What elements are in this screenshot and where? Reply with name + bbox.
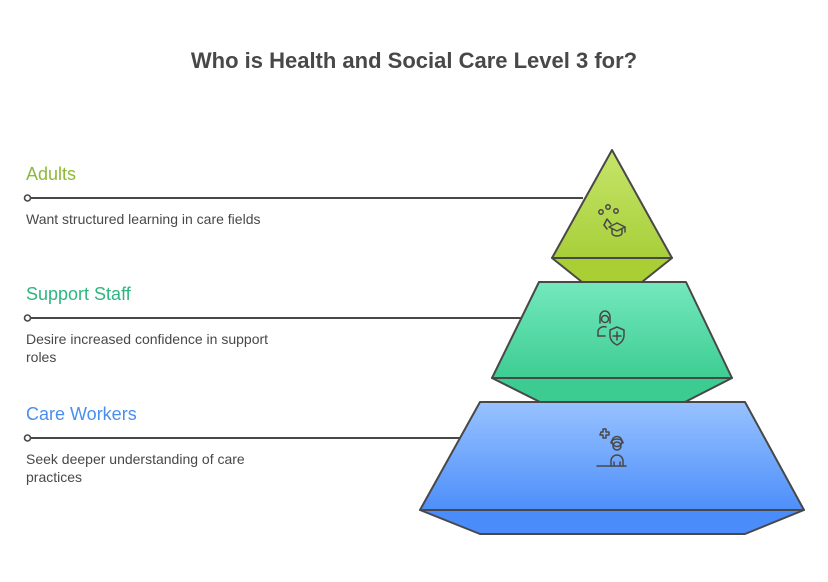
care-worker-plus-icon xyxy=(596,428,627,467)
pyramid-tier-care-workers xyxy=(419,401,805,535)
page-title: Who is Health and Social Care Level 3 fo… xyxy=(190,48,638,73)
level-label-adults: Adults xyxy=(26,164,77,184)
connector-line-adults xyxy=(23,194,583,202)
level-label-support-staff: Support Staff xyxy=(26,284,131,304)
nurse-shield-icon xyxy=(597,310,625,346)
connector-line-care-workers xyxy=(23,434,462,442)
pyramid-tier-adults xyxy=(551,149,673,283)
level-description-support-staff: Desire increased confidence in support r… xyxy=(26,331,269,365)
pyramid-tier-support-staff xyxy=(491,281,733,403)
level-description-care-workers: Seek deeper understanding of care practi… xyxy=(26,451,245,485)
level-label-care-workers: Care Workers xyxy=(26,404,137,424)
level-description-adults: Want structured learning in care fields xyxy=(26,211,261,227)
connector-line-support-staff xyxy=(23,314,522,322)
learning-graduation-icon xyxy=(598,204,626,237)
